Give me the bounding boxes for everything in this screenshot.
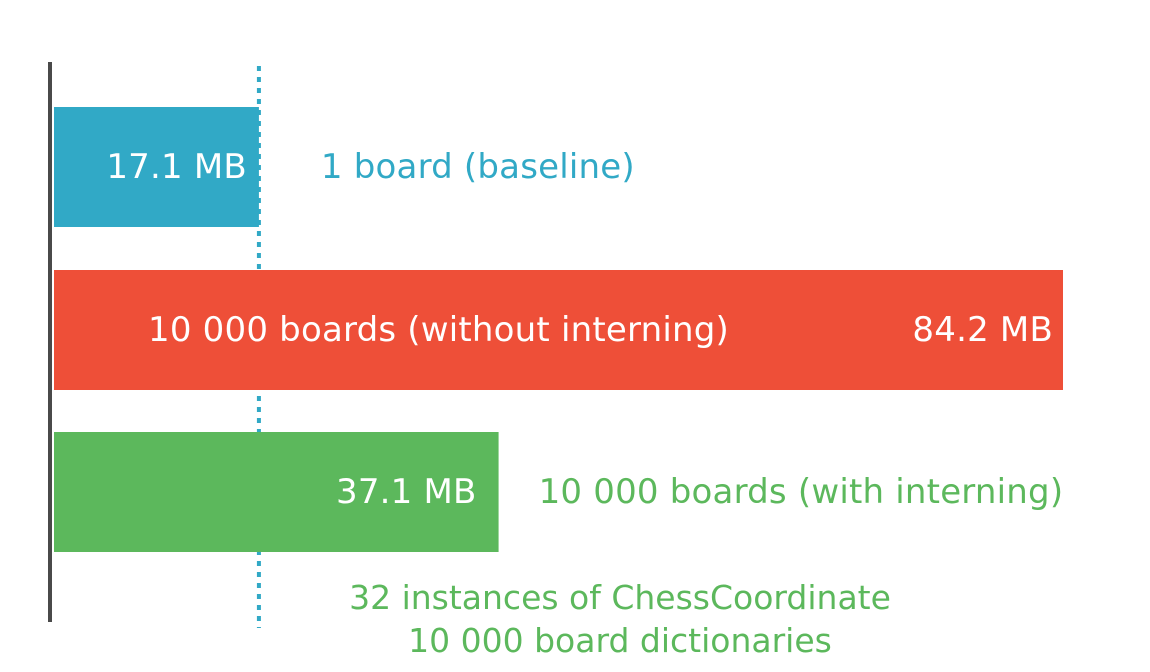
bar-baseline (54, 107, 259, 227)
bar-category-label-baseline: 1 board (baseline) (320, 147, 635, 187)
bar-value-label-baseline: 17.1 MB (106, 147, 247, 187)
bar-value-label-with-interning: 37.1 MB (336, 472, 477, 512)
bar-category-label-with-interning: 10 000 boards (with interning) (538, 472, 1064, 512)
annotation-board-dictionaries: 10 000 board dictionaries (408, 621, 832, 660)
annotation-chesscoordinate-instances: 32 instances of ChessCoordinate (349, 578, 891, 617)
bar-value-label-without-interning: 84.2 MB (912, 310, 1053, 350)
bar-without-interning (54, 270, 1063, 390)
bar-category-label-without-interning: 10 000 boards (without interning) (148, 310, 729, 350)
bar-with-interning (54, 432, 499, 552)
